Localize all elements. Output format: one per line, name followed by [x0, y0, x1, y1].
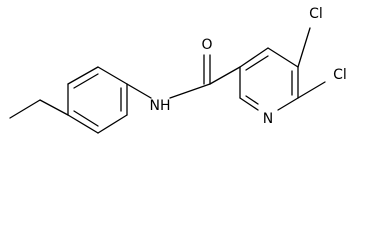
chlorine-top-label: Cl [309, 6, 323, 22]
bond-ph-6 [67, 114, 99, 134]
bond-cl-top [297, 27, 311, 68]
ring-nitrogen-label: N [263, 111, 273, 127]
bond-py-1 [239, 47, 269, 68]
bond-cl-right [297, 81, 326, 99]
oxygen-label: O [201, 37, 212, 53]
bond-py-2 [267, 47, 299, 68]
bond-py-double-c [245, 95, 259, 105]
bond-nh-carbonyl [169, 83, 211, 99]
bond-ph-2 [67, 66, 99, 85]
bond-ph-double-c [73, 110, 99, 127]
bond-ph-double-a [73, 73, 99, 89]
amide-nitrogen-label: NH [150, 98, 171, 114]
bond-ethyl-ch2 [39, 99, 69, 116]
molecule-drawing: NH O N Cl Cl [9, 6, 347, 134]
chlorine-right-label: Cl [333, 67, 347, 83]
bond-ph-nh [126, 83, 152, 99]
bond-carbonyl-pyridine [209, 66, 241, 85]
bond-py-double-a [245, 55, 269, 71]
bond-ethyl-ch3 [9, 99, 41, 119]
bond-py-4 [277, 97, 299, 111]
bond-ph-3 [97, 66, 128, 85]
bond-py-5 [239, 97, 259, 111]
structure-diagram: NH O N Cl Cl [9, 6, 347, 134]
bond-ph-5 [97, 114, 128, 134]
